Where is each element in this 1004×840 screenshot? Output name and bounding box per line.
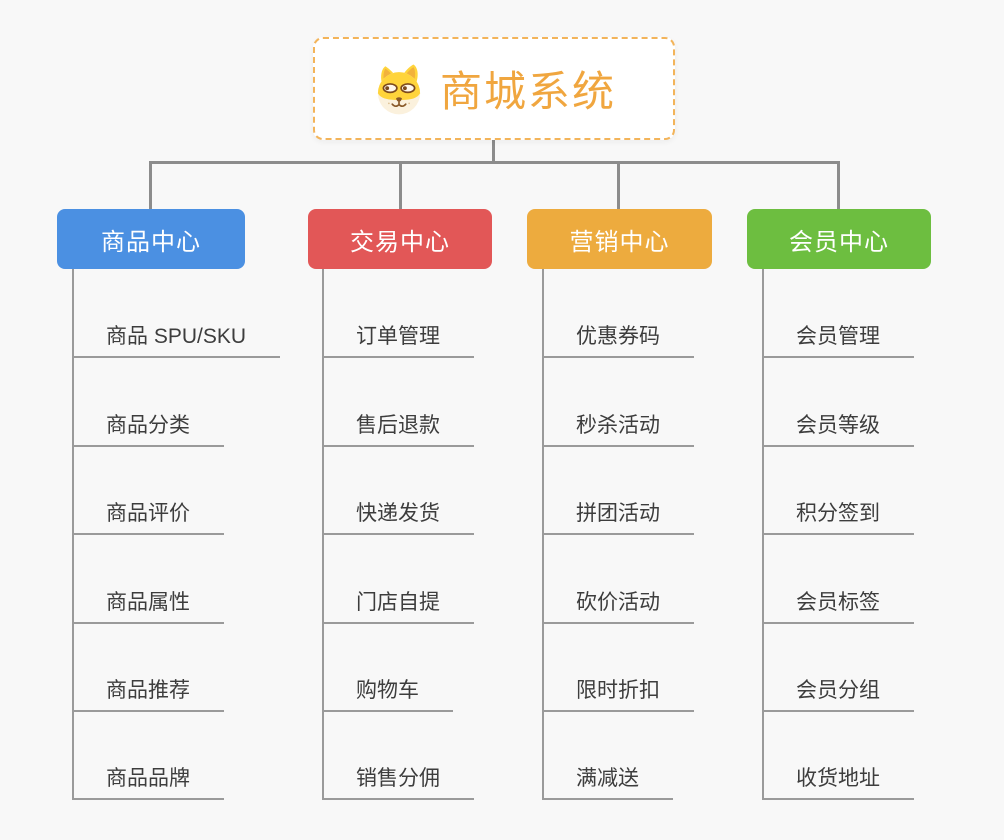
- leaf-node[interactable]: 门店自提: [322, 586, 474, 624]
- dog-face-icon: [372, 62, 426, 116]
- branch-drop-line: [399, 161, 402, 209]
- leaf-node[interactable]: 商品品牌: [72, 762, 224, 800]
- root-title: 商城系统: [439, 68, 616, 115]
- branch-rail-line: [149, 161, 840, 164]
- leaf-node[interactable]: 拼团活动: [542, 497, 694, 535]
- leaf-node[interactable]: 购物车: [322, 674, 453, 712]
- leaf-node[interactable]: 商品属性: [72, 586, 224, 624]
- leaf-node[interactable]: 快递发货: [322, 497, 474, 535]
- leaf-node[interactable]: 销售分佣: [322, 762, 474, 800]
- leaf-node[interactable]: 商品推荐: [72, 674, 224, 712]
- leaf-node[interactable]: 收货地址: [762, 762, 914, 800]
- branch-drop-line: [617, 161, 620, 209]
- leaf-node[interactable]: 商品分类: [72, 409, 224, 447]
- leaf-node[interactable]: 售后退款: [322, 409, 474, 447]
- leaf-node[interactable]: 优惠券码: [542, 320, 694, 358]
- branch-trade-center[interactable]: 交易中心: [308, 209, 492, 269]
- leaf-node[interactable]: 会员分组: [762, 674, 914, 712]
- branch-drop-line: [837, 161, 840, 209]
- leaf-node[interactable]: 会员管理: [762, 320, 914, 358]
- leaf-node[interactable]: 订单管理: [322, 320, 474, 358]
- leaf-node[interactable]: 秒杀活动: [542, 409, 694, 447]
- leaf-node[interactable]: 商品 SPU/SKU: [72, 320, 281, 358]
- leaf-node[interactable]: 商品评价: [72, 497, 224, 535]
- branch-member-center[interactable]: 会员中心: [747, 209, 931, 269]
- root-node[interactable]: 商城系统: [313, 37, 675, 140]
- leaf-node[interactable]: 会员等级: [762, 409, 914, 447]
- leaf-node[interactable]: 积分签到: [762, 497, 914, 535]
- branch-drop-line: [149, 161, 152, 209]
- leaf-node[interactable]: 限时折扣: [542, 674, 694, 712]
- root-connector-line: [492, 139, 495, 164]
- branch-goods-center[interactable]: 商品中心: [57, 209, 245, 269]
- leaf-node[interactable]: 会员标签: [762, 586, 914, 624]
- branch-marketing-center[interactable]: 营销中心: [527, 209, 712, 269]
- leaf-node[interactable]: 满减送: [542, 762, 673, 800]
- leaf-node[interactable]: 砍价活动: [542, 586, 694, 624]
